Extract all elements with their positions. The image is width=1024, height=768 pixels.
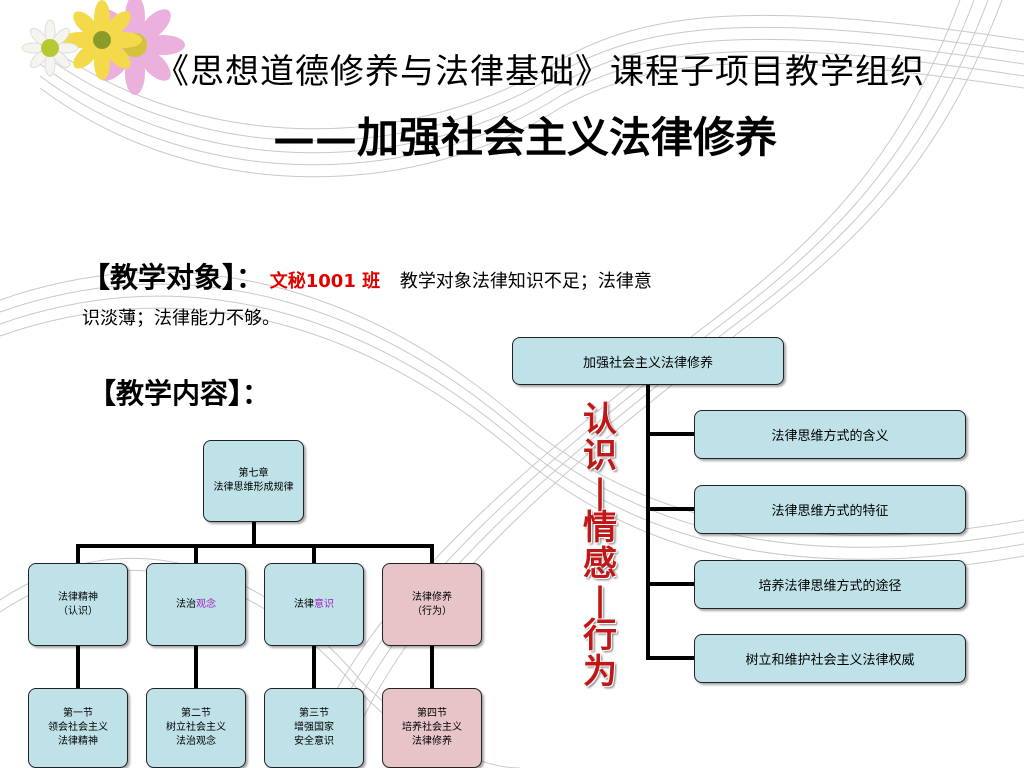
node-highlight: 观念 bbox=[196, 598, 216, 610]
node-label: 法律 bbox=[294, 598, 314, 610]
wordart-char: 感 bbox=[583, 544, 617, 584]
node-highlight: 意识 bbox=[314, 598, 334, 610]
vertical-wordart-text: 认 识 | 情 感 | 行 为 bbox=[568, 402, 632, 690]
wordart-char: 行 bbox=[583, 616, 617, 656]
left-tree-connector bbox=[76, 544, 434, 548]
right-child-node-3: 培养法律思维方式的途径 bbox=[694, 560, 966, 609]
node-sub-label: （认识） bbox=[58, 605, 98, 617]
node-label: 法律思维方式的特征 bbox=[771, 504, 889, 519]
left-tree-connector bbox=[252, 522, 256, 546]
node-label: 法律精神 bbox=[58, 591, 98, 603]
wordart-char: | bbox=[593, 472, 607, 512]
node-label: 法律修养 bbox=[412, 591, 452, 603]
chapter-node-line1: 第七章 bbox=[238, 468, 269, 479]
content-label: 【教学内容】： bbox=[88, 377, 271, 410]
right-tree-connector bbox=[646, 507, 694, 511]
section-title: 第一节 bbox=[63, 708, 93, 719]
right-child-node-4: 树立和维护社会主义法律权威 bbox=[694, 634, 966, 683]
wordart-char: 认 bbox=[583, 400, 617, 440]
section-node-1: 第一节领会社会主义法律精神 bbox=[28, 688, 128, 768]
wordart-char: 为 bbox=[583, 652, 617, 692]
section-node-3: 第三节增强国家安全意识 bbox=[264, 688, 364, 768]
right-child-node-2: 法律思维方式的特征 bbox=[694, 485, 966, 534]
node-legal-cultivation: 法律修养 （行为） bbox=[382, 563, 482, 646]
left-tree-connector bbox=[76, 646, 80, 688]
right-tree-connector bbox=[646, 432, 694, 436]
wordart-char: 识 bbox=[583, 436, 617, 476]
section-node-4: 第四节培养社会主义法律修养 bbox=[382, 688, 482, 768]
right-tree-connector bbox=[646, 582, 694, 586]
section-title: 第三节 bbox=[299, 708, 329, 719]
section-line: 安全意识 bbox=[294, 736, 334, 747]
section-line: 树立社会主义 bbox=[166, 722, 226, 733]
wordart-char: | bbox=[593, 580, 607, 620]
page-title: 《思想道德修养与法律基础》课程子项目教学组织 bbox=[155, 52, 925, 92]
node-label: 加强社会主义法律修养 bbox=[582, 355, 713, 371]
left-tree-connector bbox=[194, 646, 198, 688]
section-line: 增强国家 bbox=[294, 722, 334, 733]
section-title: 第四节 bbox=[417, 708, 447, 719]
left-tree-connector bbox=[430, 646, 434, 688]
page-subtitle: ——加强社会主义法律修养 bbox=[272, 113, 777, 162]
flower-decoration-icon bbox=[21, 0, 185, 95]
chapter-node: 第七章法律思维形成规律 bbox=[203, 440, 304, 522]
right-root-node: 加强社会主义法律修养 bbox=[512, 337, 784, 385]
teaching-objective: 【教学对象】： 文秘1001 班 教学对象法律知识不足；法律意 bbox=[82, 262, 902, 298]
left-tree-connector bbox=[194, 544, 198, 564]
node-label: 法治 bbox=[176, 598, 196, 610]
section-line: 培养社会主义 bbox=[402, 722, 462, 733]
left-tree-connector bbox=[312, 646, 316, 688]
section-line: 法律精神 bbox=[58, 736, 98, 747]
chapter-node-line2: 法律思维形成规律 bbox=[213, 482, 294, 493]
node-label: 树立和维护社会主义法律权威 bbox=[745, 653, 915, 668]
left-tree-connector bbox=[430, 544, 434, 564]
objective-label: 【教学对象】： bbox=[82, 261, 265, 294]
node-label: 培养法律思维方式的途径 bbox=[758, 579, 902, 594]
node-rule-of-law-concept: 法治观念 bbox=[146, 563, 246, 646]
node-label: 法律思维方式的含义 bbox=[771, 429, 889, 444]
objective-text: 教学对象法律知识不足；法律意 bbox=[399, 271, 652, 292]
right-tree-connector bbox=[646, 656, 694, 660]
node-legal-awareness: 法律意识 bbox=[264, 563, 364, 646]
objective-text-continued: 识淡薄；法律能力不够。 bbox=[82, 308, 280, 329]
right-tree-connector bbox=[646, 385, 650, 659]
section-node-2: 第二节树立社会主义法治观念 bbox=[146, 688, 246, 768]
section-line: 法治观念 bbox=[176, 736, 216, 747]
node-legal-spirit: 法律精神 （认识） bbox=[28, 563, 128, 646]
right-child-node-1: 法律思维方式的含义 bbox=[694, 410, 966, 459]
wordart-char: 情 bbox=[583, 508, 617, 548]
node-sub-label: （行为） bbox=[412, 605, 452, 617]
section-title: 第二节 bbox=[181, 708, 211, 719]
section-line: 法律修养 bbox=[412, 736, 452, 747]
left-tree-connector bbox=[312, 544, 316, 564]
left-tree-connector bbox=[76, 544, 80, 564]
section-line: 领会社会主义 bbox=[48, 722, 108, 733]
objective-class-name: 文秘1001 班 bbox=[269, 271, 381, 292]
